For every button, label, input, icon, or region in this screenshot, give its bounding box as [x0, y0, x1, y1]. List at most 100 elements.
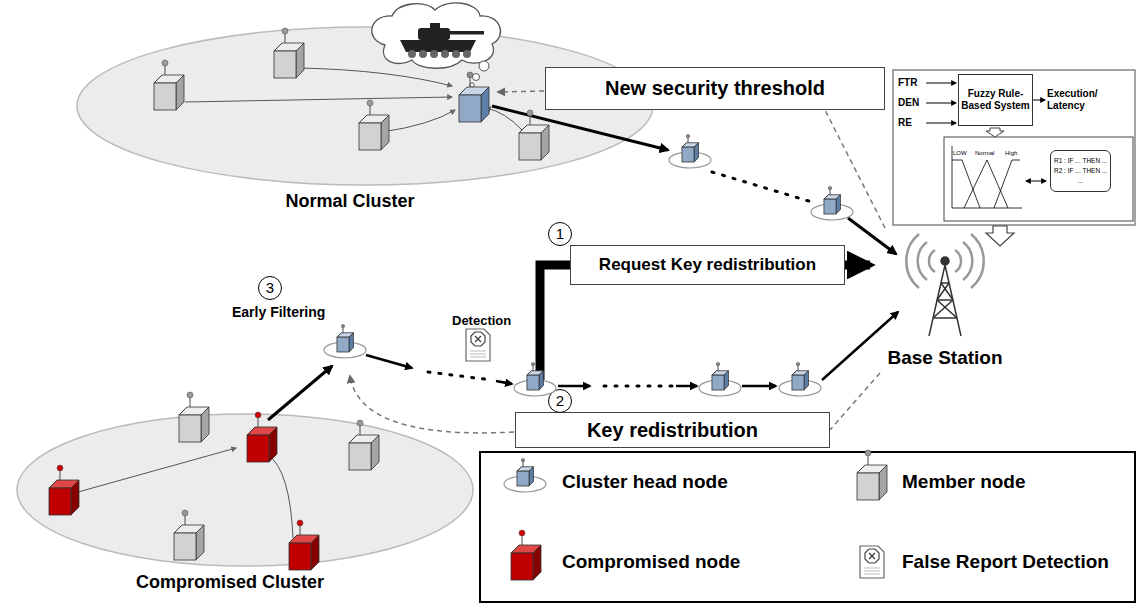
- callout-number: 1: [548, 222, 572, 246]
- region-outline: [15, 412, 475, 568]
- antenna-ball: [716, 363, 719, 366]
- connector: [845, 261, 870, 270]
- antenna-ball: [686, 135, 689, 138]
- cube-edge: [824, 195, 828, 199]
- doc-line: [470, 357, 486, 358]
- cube-side: [539, 371, 543, 390]
- cube-top: [824, 195, 841, 199]
- cluster-head-disc: [779, 380, 821, 396]
- fuzzy-panel: [944, 137, 1133, 221]
- membership-term: High: [1005, 150, 1017, 156]
- cube-edge: [682, 143, 686, 147]
- antenna-ball: [828, 187, 831, 190]
- box-text: New security threshold: [605, 77, 825, 100]
- antenna: [867, 454, 868, 469]
- cluster-region: Compromised Cluster: [15, 412, 475, 598]
- callout-number: 2: [548, 389, 572, 413]
- cluster-region: Normal Cluster: [75, 25, 655, 217]
- document: [860, 546, 884, 578]
- antenna-ball: [519, 530, 525, 536]
- cube-front: [712, 375, 724, 390]
- region-title: Compromised Cluster: [0, 572, 475, 593]
- cluster-head-cube: [337, 325, 354, 353]
- antenna-ball: [531, 363, 534, 366]
- cluster-head-cube: [682, 135, 699, 163]
- cube-top: [517, 467, 534, 471]
- step-title: Early Filtering: [232, 304, 325, 320]
- antenna: [532, 365, 533, 373]
- tower-mast: [929, 257, 961, 336]
- region-ellipse: [17, 414, 473, 566]
- cube-edge: [792, 371, 796, 375]
- cluster-head-disc: [504, 476, 546, 492]
- cluster-head-cube: [517, 459, 534, 487]
- rule-text: ...: [1054, 176, 1107, 186]
- cube-front: [517, 471, 529, 486]
- legend-text: False Report Detection: [902, 551, 1109, 573]
- cube-front: [682, 147, 694, 162]
- x-mark: [869, 553, 875, 559]
- cube-top: [511, 545, 541, 553]
- antenna: [342, 327, 343, 335]
- hollow-arrow: [986, 128, 1004, 137]
- doc-line: [864, 574, 880, 575]
- base-station: Base Station: [870, 228, 1020, 373]
- cube-side: [836, 195, 840, 214]
- cube-front: [857, 473, 879, 500]
- cube-edge: [857, 465, 865, 473]
- false-report-icon: [466, 329, 490, 361]
- membership-term: Normal: [975, 150, 994, 156]
- doc-line: [864, 571, 880, 572]
- cube-front: [527, 375, 539, 390]
- cluster-head-disc: [811, 204, 853, 220]
- cluster-head-cube: [527, 363, 544, 391]
- antenna-ball: [796, 363, 799, 366]
- cube-side: [533, 545, 541, 580]
- antenna: [687, 137, 688, 145]
- cube-top: [712, 371, 729, 375]
- stop-sign: [471, 332, 485, 346]
- antenna: [189, 396, 190, 411]
- cluster-head-disc: [699, 380, 741, 396]
- cube-side: [879, 465, 887, 500]
- cube-top: [179, 407, 209, 415]
- rule-text: R1 : IF ... THEN ...: [1054, 156, 1107, 166]
- stop-sign: [865, 549, 879, 563]
- rule-text: R2 : IF ... THEN ...: [1054, 166, 1107, 176]
- document: [466, 329, 490, 361]
- antenna: [717, 365, 718, 373]
- station-title: Base Station: [870, 347, 1020, 369]
- hollow-arrow: [986, 226, 1014, 246]
- input-name: FTR: [898, 77, 917, 88]
- message-box: Key redistribution: [515, 412, 830, 448]
- cube-edge: [337, 333, 341, 337]
- doc-line: [864, 568, 880, 569]
- tower-waves: [906, 234, 983, 288]
- legend-text: Member node: [902, 471, 1026, 493]
- cluster-head-disc: [324, 342, 366, 358]
- doc-line: [470, 351, 486, 352]
- fuzzy-system-box: Fuzzy Rule-Based System: [958, 74, 1033, 126]
- cube-top: [527, 371, 544, 375]
- cube-side: [529, 467, 533, 486]
- cube-edge: [179, 407, 187, 415]
- cube-top: [857, 465, 887, 473]
- output-name: Execution/ Latency: [1047, 88, 1113, 112]
- false-report-icon: [860, 546, 884, 578]
- double-arrow: [1026, 181, 1046, 182]
- connector: [825, 110, 885, 228]
- membership-chart: [952, 146, 1022, 208]
- detection-label: Detection: [452, 313, 511, 328]
- antenna-ball: [521, 459, 524, 462]
- cube-top: [792, 371, 809, 375]
- input-name: DEN: [898, 97, 919, 108]
- legend-text: Cluster head node: [562, 471, 728, 493]
- cube-front: [792, 375, 804, 390]
- cluster-head-disc: [669, 152, 711, 168]
- cube-front: [824, 199, 836, 214]
- cluster-head-cube: [712, 363, 729, 391]
- box-text: Fuzzy Rule-Based System: [961, 88, 1030, 112]
- cube-edge: [517, 467, 521, 471]
- cube-edge: [527, 371, 531, 375]
- fuzzy-frame: [893, 70, 1135, 225]
